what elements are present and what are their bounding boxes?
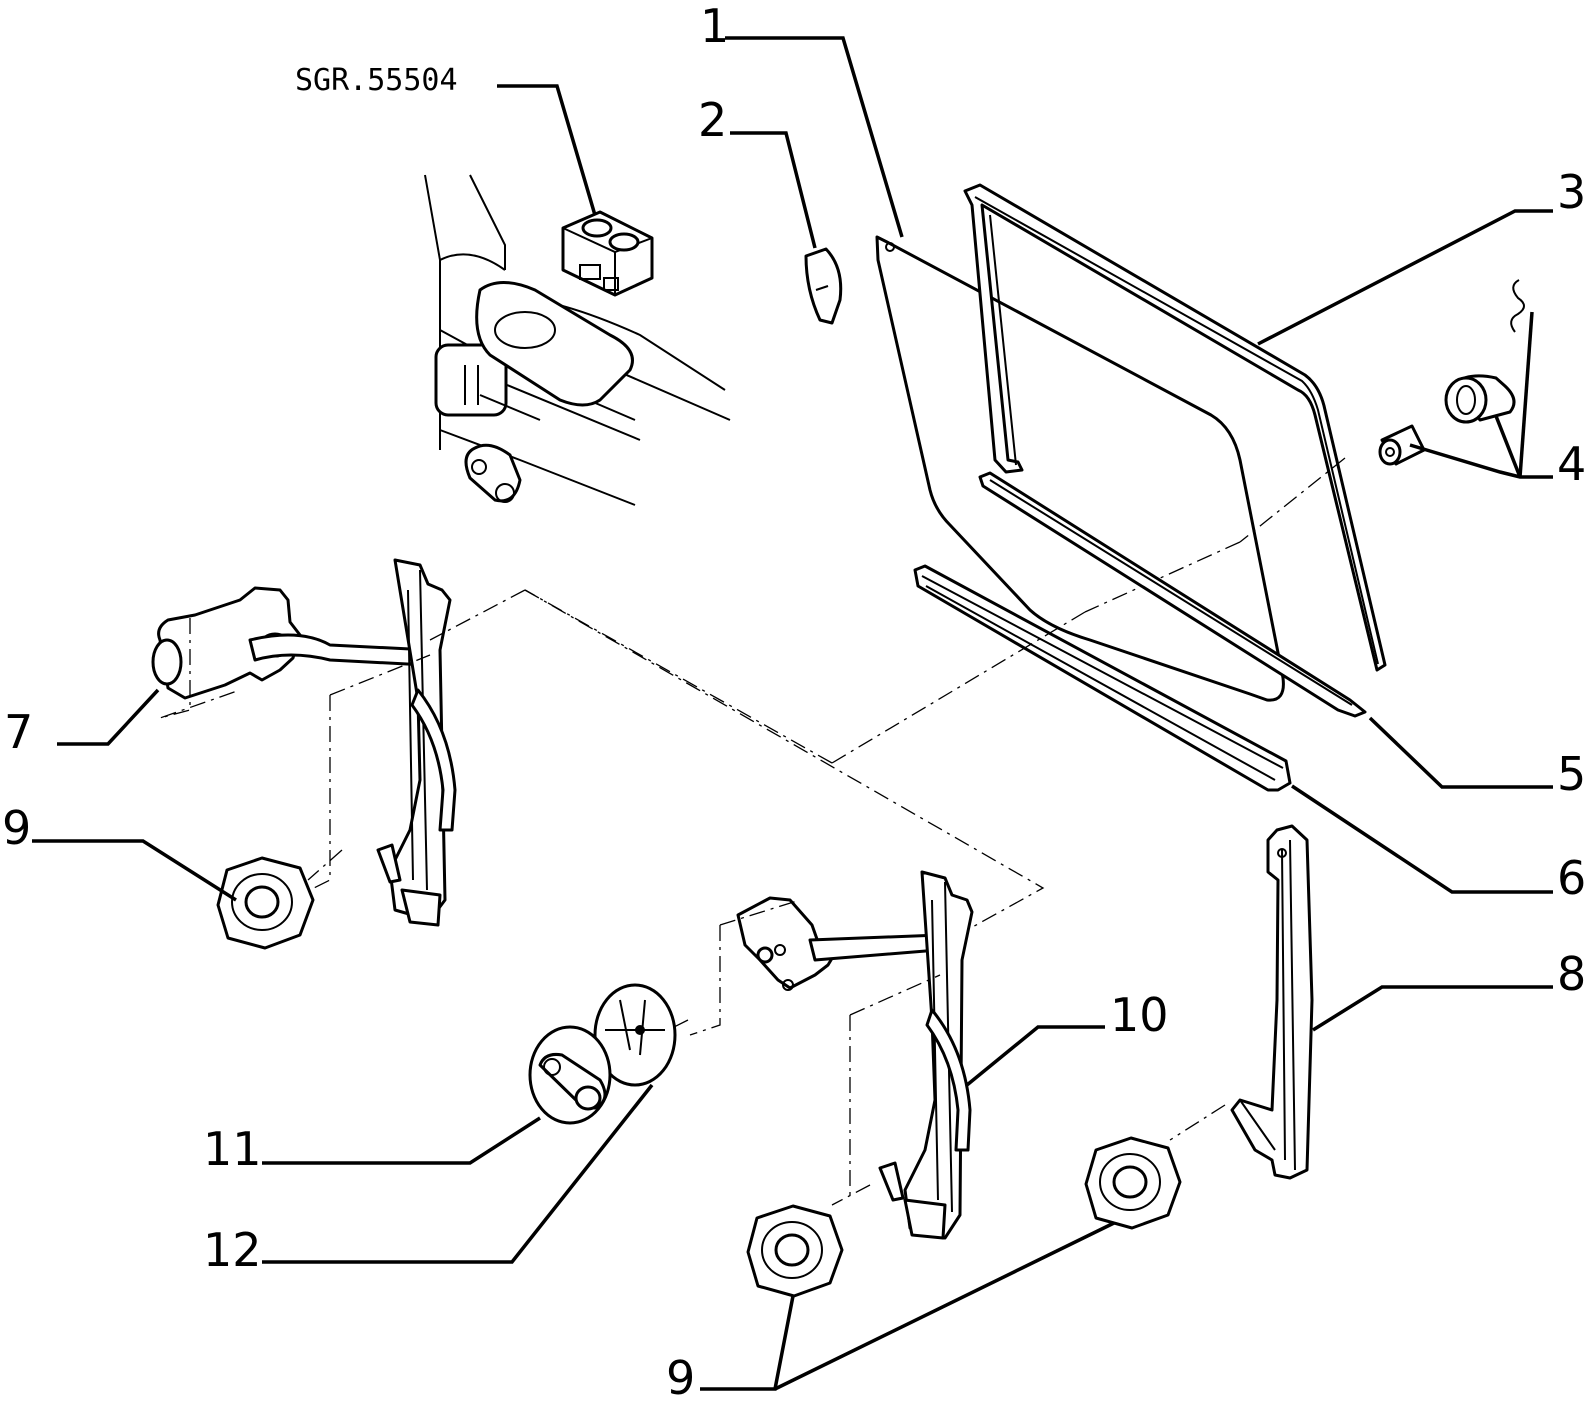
leader-12 [262, 1083, 654, 1264]
inner-weatherstrip [978, 471, 1367, 718]
assembly-axis-lock-2 [1084, 541, 1241, 613]
callout-10: 10 [1110, 988, 1169, 1042]
assembly-axis-main-3 [831, 611, 1086, 764]
leader-4b [1494, 415, 1522, 478]
assembly-axis-regulator-upper-1 [159, 618, 241, 719]
leader-1 [725, 36, 904, 238]
hex-nut-center [746, 1204, 844, 1298]
assembly-axis-nut-right [1169, 1104, 1226, 1141]
leader-5 [1368, 716, 1553, 789]
callout-9-bottom: 9 [666, 1351, 695, 1405]
callout-4: 4 [1557, 437, 1586, 491]
callout-8: 8 [1557, 947, 1586, 1001]
window-regulator-lower [736, 870, 974, 1240]
window-switch [561, 210, 654, 297]
assembly-axis-main-4 [524, 589, 833, 764]
leader-7 [57, 688, 160, 746]
glass-clip [804, 247, 843, 325]
assembly-axis-regulator-lower-3 [849, 974, 941, 1016]
assembly-axis-regulator-lower-4 [719, 899, 801, 926]
glass-run-channel [963, 183, 1387, 672]
window-glass [875, 235, 1285, 702]
lock-cylinder [1378, 279, 1525, 466]
callout-6: 6 [1557, 851, 1586, 905]
callout-12: 12 [203, 1223, 262, 1277]
assembly-axis-regulator-upper-3 [329, 654, 431, 696]
leader-9a [32, 839, 237, 902]
assembly-axis-lock [1239, 457, 1346, 543]
callout-5: 5 [1557, 747, 1586, 801]
reference-code-leader [497, 84, 599, 223]
leader-8 [1312, 985, 1553, 1032]
leader-9b-1 [700, 1295, 795, 1391]
assembly-axis-main [524, 589, 1045, 946]
leader-4c [1518, 311, 1534, 478]
callout-1: 1 [700, 0, 729, 53]
assembly-axis-handle [671, 1019, 689, 1029]
assembly-axis-nut-left [307, 849, 343, 881]
crank-handle-base [528, 1025, 612, 1125]
leader-6 [1291, 784, 1553, 894]
rear-guide-channel [1230, 824, 1314, 1180]
assembly-axis-main-2 [429, 589, 526, 641]
hex-nut-right [1084, 1136, 1182, 1230]
assembly-axis-regulator-lower-1 [689, 925, 721, 1036]
callout-2: 2 [698, 93, 727, 147]
window-regulator-upper [151, 558, 457, 927]
leader-11 [262, 1116, 541, 1165]
reference-code-label: SGR.55504 [295, 63, 458, 98]
leader-3 [1257, 209, 1553, 346]
leader-2 [730, 131, 817, 249]
callout-7: 7 [4, 705, 33, 759]
handle-escutcheon [593, 983, 677, 1087]
hex-nut-left [216, 856, 315, 950]
callout-3: 3 [1557, 165, 1586, 219]
leader-4a [1409, 443, 1553, 479]
callout-11: 11 [203, 1122, 262, 1176]
assembly-axis-nut-center [831, 1184, 871, 1206]
outer-weatherstrip [913, 564, 1292, 792]
door-interior-context [424, 174, 731, 506]
leader-10 [965, 1025, 1105, 1087]
leader-9b-2 [774, 1221, 1115, 1391]
callout-9-left: 9 [2, 801, 31, 855]
